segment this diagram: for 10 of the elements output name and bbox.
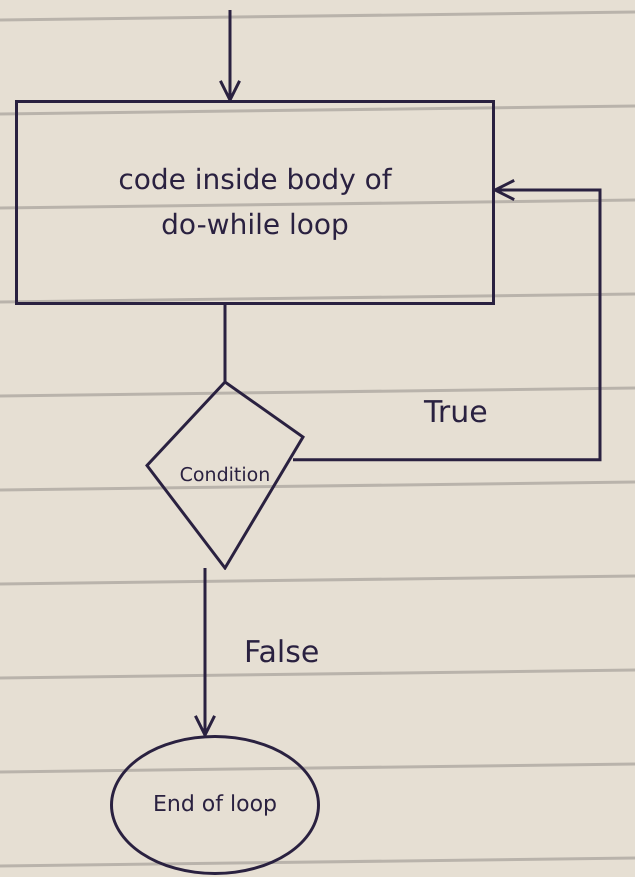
decision-diamond [145,380,305,570]
process-box [15,100,495,305]
node-text: End of loop [153,791,277,820]
node-text: code inside body of do-while loop [117,162,394,242]
node-text: Condition [180,462,270,488]
arrow [218,10,242,102]
terminal-ellipse [110,735,320,875]
connector-line [224,305,226,382]
arrow [194,568,216,736]
arrow [293,178,602,462]
